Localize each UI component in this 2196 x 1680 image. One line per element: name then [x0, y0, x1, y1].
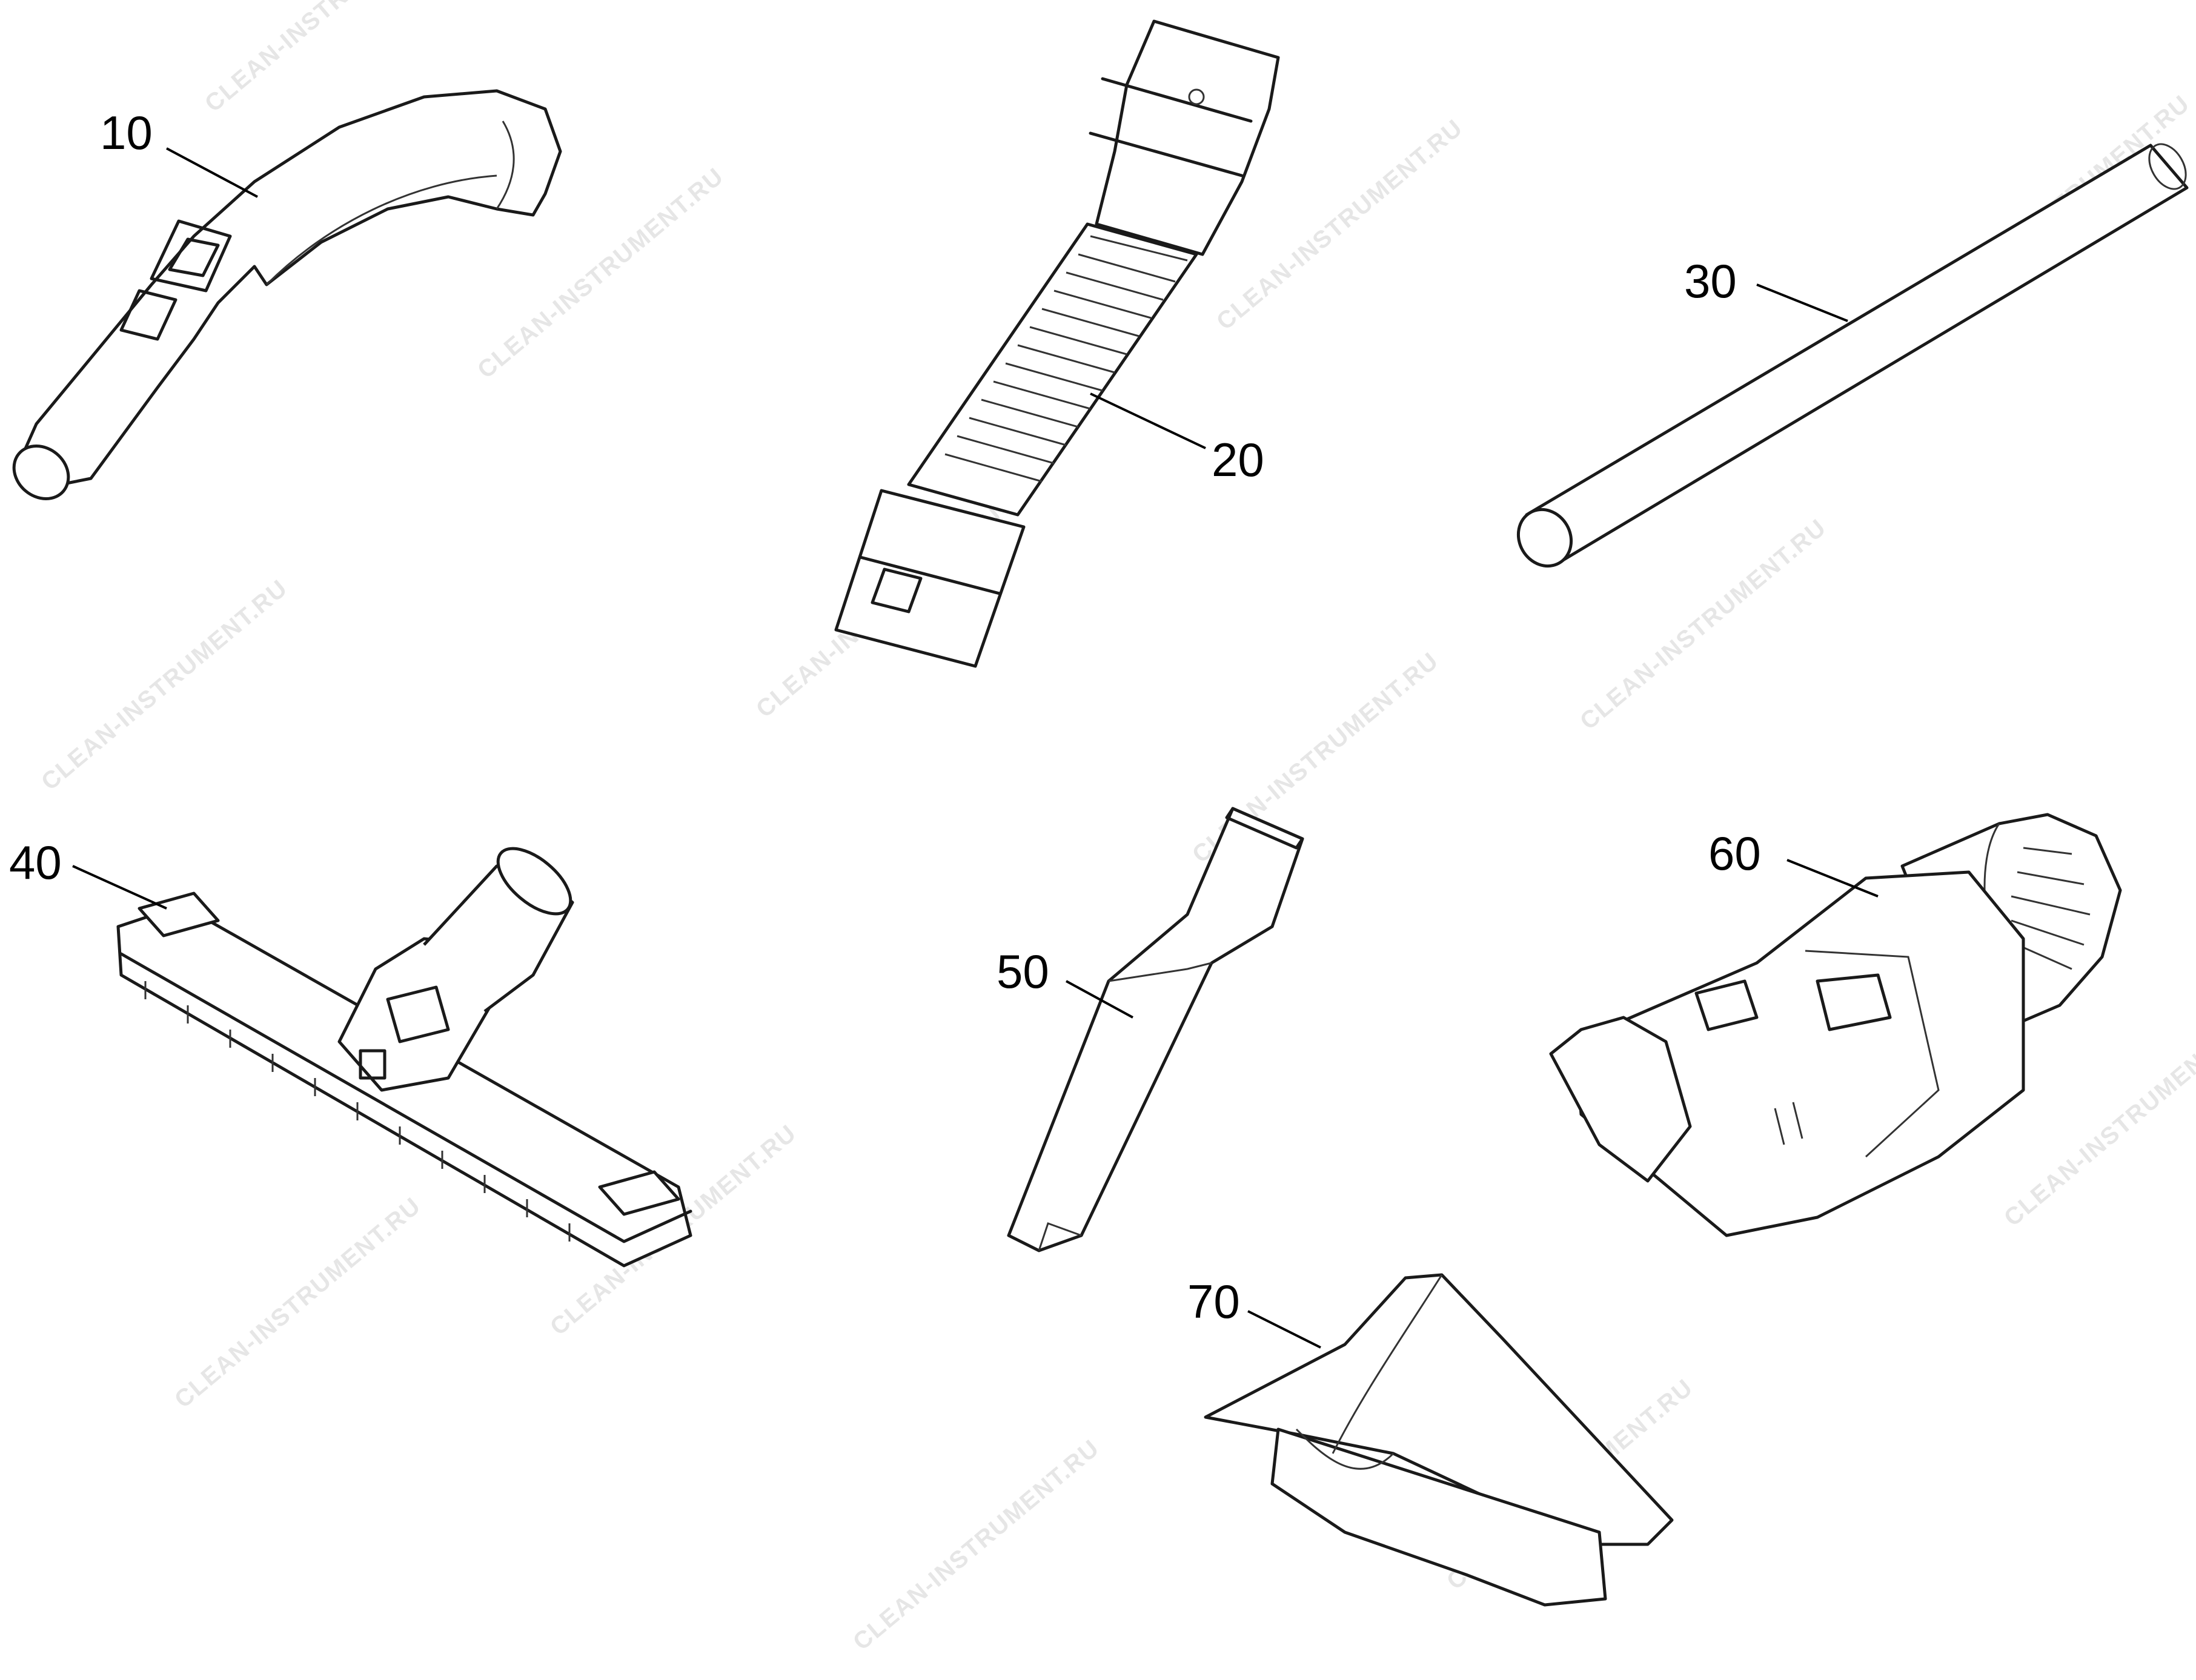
hose-handle-icon	[12, 89, 562, 500]
flexible-hose-icon	[834, 19, 1280, 668]
suction-tube-icon	[1516, 143, 2189, 568]
callout-label: 40	[9, 836, 62, 889]
leader-line-20	[1090, 392, 1206, 449]
callout-label: 20	[1212, 433, 1264, 486]
leader-line-40	[72, 865, 167, 910]
callout-label: 10	[100, 106, 153, 159]
adapter-icon	[1549, 813, 2122, 1237]
leader-line-60	[1786, 859, 1879, 898]
crevice-nozzle-icon	[1007, 807, 1304, 1252]
floor-nozzle-icon	[116, 847, 692, 1268]
leader-line-30	[1756, 283, 1848, 322]
callout-label: 70	[1187, 1275, 1240, 1328]
callout-label: 60	[1708, 827, 1761, 880]
callout-label: 30	[1684, 254, 1737, 308]
callout-label: 50	[997, 945, 1049, 998]
leader-line-50	[1066, 980, 1133, 1019]
leader-line-10	[166, 147, 258, 198]
leader-line-70	[1247, 1310, 1321, 1349]
filter-bag-icon	[1204, 1273, 1674, 1607]
